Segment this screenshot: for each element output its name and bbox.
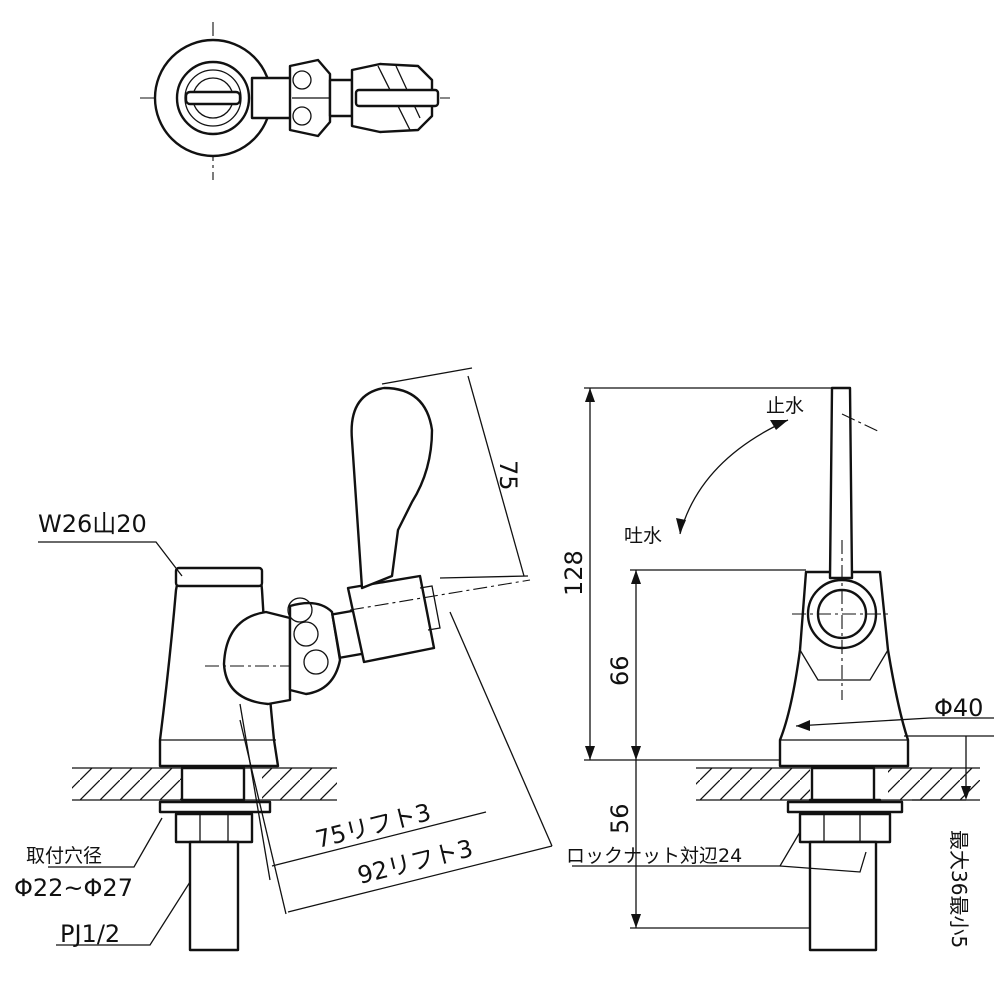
elbow [222, 610, 292, 706]
body-height-dimension: 66 [606, 655, 634, 686]
below-deck-dimension: 56 [606, 803, 634, 834]
reach-dimension-2: 92リフト3 [355, 834, 476, 890]
open-water-label: 吐水 [624, 525, 662, 547]
side-dimension-lines [572, 387, 994, 929]
handle-length-dimension: 75 [494, 460, 522, 491]
close-water-label: 止水 [766, 395, 804, 417]
side-shank [808, 840, 878, 952]
mount-hole-title: 取付穴径 [26, 845, 102, 867]
thread-top [174, 566, 264, 588]
max-min-label: 最大36最小5 [947, 830, 971, 948]
lever-handle [350, 386, 434, 590]
front-dimension-lines [38, 367, 553, 946]
gasket-plate [158, 800, 272, 814]
deck-hatch-right [696, 768, 810, 800]
side-view [572, 386, 994, 952]
front-view [38, 367, 553, 952]
reach-dimension-1: 75リフト3 [313, 798, 434, 854]
mount-hole-range: Φ22~Φ27 [14, 874, 133, 902]
rotation-arc [679, 419, 789, 535]
hex-nut [288, 601, 342, 696]
total-height-dimension: 128 [560, 550, 588, 596]
pipe-thread-label: PJ1/2 [60, 920, 120, 948]
pipe-thread-shank [188, 840, 240, 952]
handle-block [346, 574, 436, 664]
lock-nut [174, 812, 254, 844]
top-view [140, 22, 450, 180]
side-lever [828, 386, 854, 580]
diameter-label: Φ40 [934, 694, 983, 722]
lock-nut-label: ロックナット対辺24 [566, 845, 742, 867]
thread-label: W26山20 [38, 510, 147, 538]
